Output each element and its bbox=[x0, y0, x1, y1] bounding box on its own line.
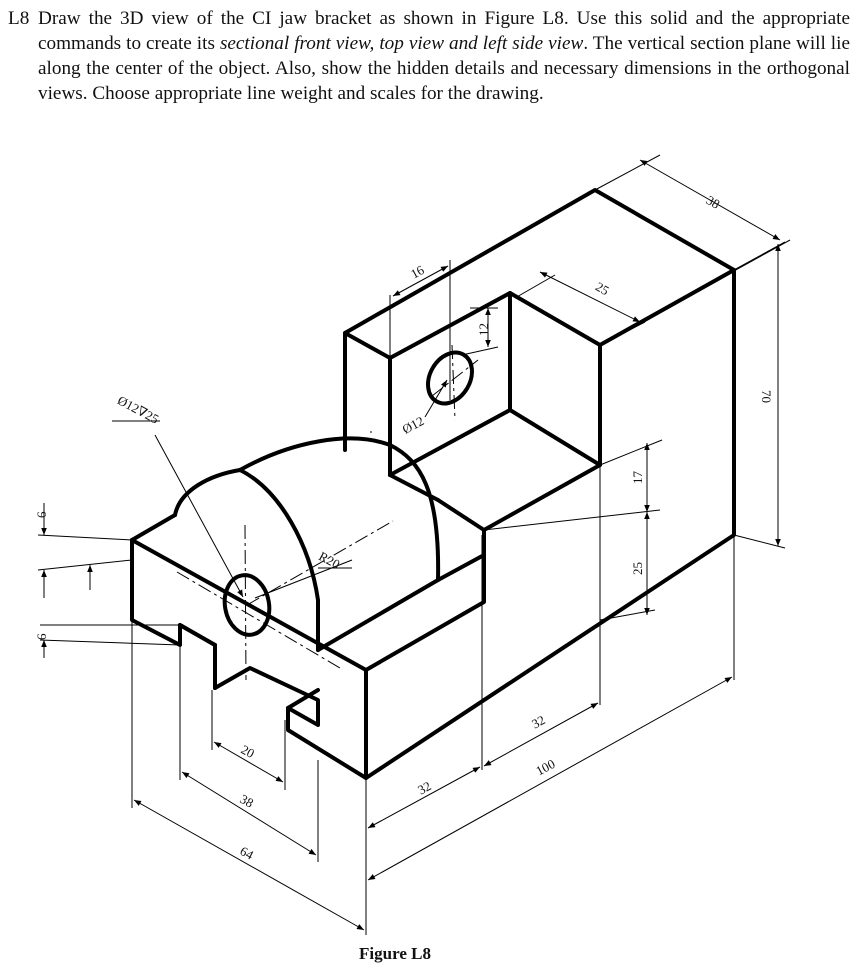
dim-20: 20 bbox=[239, 742, 258, 761]
center-lines bbox=[176, 344, 479, 681]
question-body: Draw the 3D view of the CI jaw bracket a… bbox=[38, 6, 850, 106]
dim-12: 12 bbox=[476, 323, 491, 336]
extension-lines bbox=[37, 154, 791, 935]
dim-32-right: 32 bbox=[529, 712, 548, 731]
dim-6-bottom: 6 bbox=[34, 633, 49, 640]
dim-6-top: 6 bbox=[34, 511, 49, 518]
question-text-part-2: . The vertical section plane will lie al… bbox=[38, 33, 850, 104]
leader-lines bbox=[112, 379, 448, 599]
dim-17: 17 bbox=[630, 471, 645, 485]
object-outline bbox=[130, 188, 736, 780]
dim-hole-small: Ø12 bbox=[400, 413, 427, 437]
dim-hole-bottom: Ø12∇25 bbox=[115, 393, 161, 427]
question-text-italic: sectional front view, top view and left … bbox=[219, 33, 584, 54]
dim-38-bottom: 38 bbox=[238, 791, 257, 810]
question-number: L8 bbox=[8, 8, 30, 29]
dimension-lines bbox=[41, 159, 781, 931]
figure-caption: Figure L8 bbox=[359, 944, 431, 963]
dim-25-top: 25 bbox=[593, 279, 612, 298]
dim-25-right: 25 bbox=[630, 562, 645, 575]
dimension-labels: 38 16 25 12 70 Ø12 Ø12∇25 17 25 R20 6 6 … bbox=[34, 192, 774, 863]
dim-70: 70 bbox=[759, 390, 774, 403]
question-text: L8 Draw the 3D view of the CI jaw bracke… bbox=[8, 6, 850, 106]
dim-38-top: 38 bbox=[704, 192, 723, 211]
dim-100: 100 bbox=[533, 756, 557, 778]
question-text-part-1: Draw the 3D view of the CI jaw bracket a… bbox=[38, 8, 850, 54]
dim-32-left: 32 bbox=[415, 778, 434, 797]
